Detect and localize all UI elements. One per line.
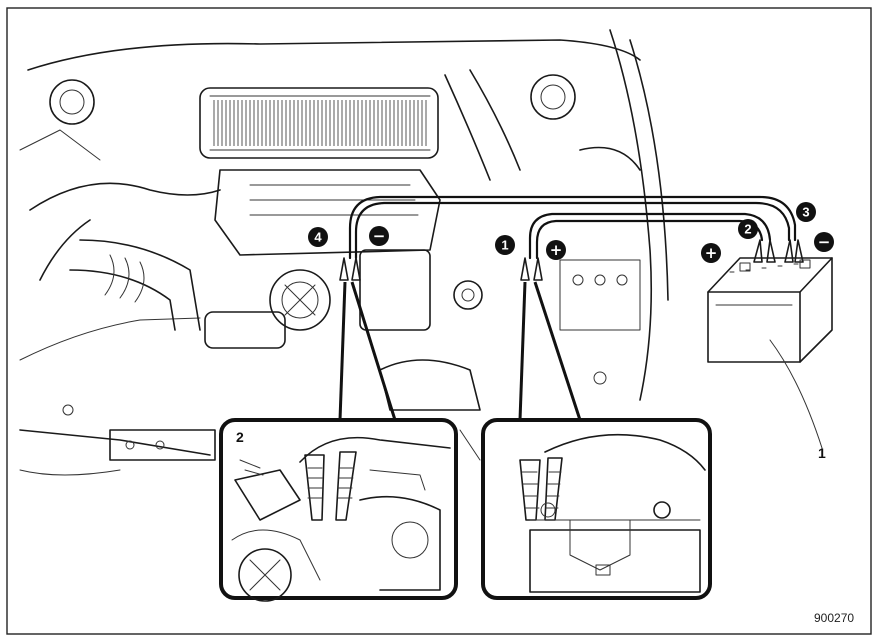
plus-symbol-booster: + bbox=[701, 243, 721, 263]
step-3-badge: 3 bbox=[796, 202, 816, 222]
clamps-in-bay bbox=[339, 239, 804, 281]
figure-border bbox=[6, 7, 872, 635]
plus-symbol-vehicle-text: + bbox=[550, 241, 563, 259]
step-4-badge: 4 bbox=[308, 227, 328, 247]
minus-symbol-booster-text: − bbox=[818, 233, 831, 251]
minus-symbol-engine-text: − bbox=[373, 227, 386, 245]
inset-leaders bbox=[338, 281, 582, 421]
minus-symbol-booster: − bbox=[814, 232, 834, 252]
plus-symbol-vehicle: + bbox=[546, 240, 566, 260]
step-4-label: 4 bbox=[314, 230, 322, 245]
callout-inset-number: 2 bbox=[236, 429, 244, 445]
callout-battery-number: 1 bbox=[818, 445, 826, 461]
step-2-badge: 2 bbox=[738, 219, 758, 239]
booster-battery bbox=[707, 257, 833, 363]
minus-symbol-engine: − bbox=[369, 226, 389, 246]
step-2-label: 2 bbox=[744, 222, 751, 237]
battery-callout-line bbox=[769, 339, 823, 449]
figure-code: 900270 bbox=[814, 611, 854, 625]
step-1-badge: 1 bbox=[495, 235, 515, 255]
engine-bay bbox=[19, 29, 669, 476]
inset-battery-positive bbox=[481, 418, 712, 600]
inset-engine-ground bbox=[219, 418, 458, 602]
plus-symbol-booster-text: + bbox=[705, 244, 718, 262]
step-3-label: 3 bbox=[802, 205, 809, 220]
jumper-cables bbox=[348, 195, 797, 260]
step-1-label: 1 bbox=[501, 238, 508, 253]
